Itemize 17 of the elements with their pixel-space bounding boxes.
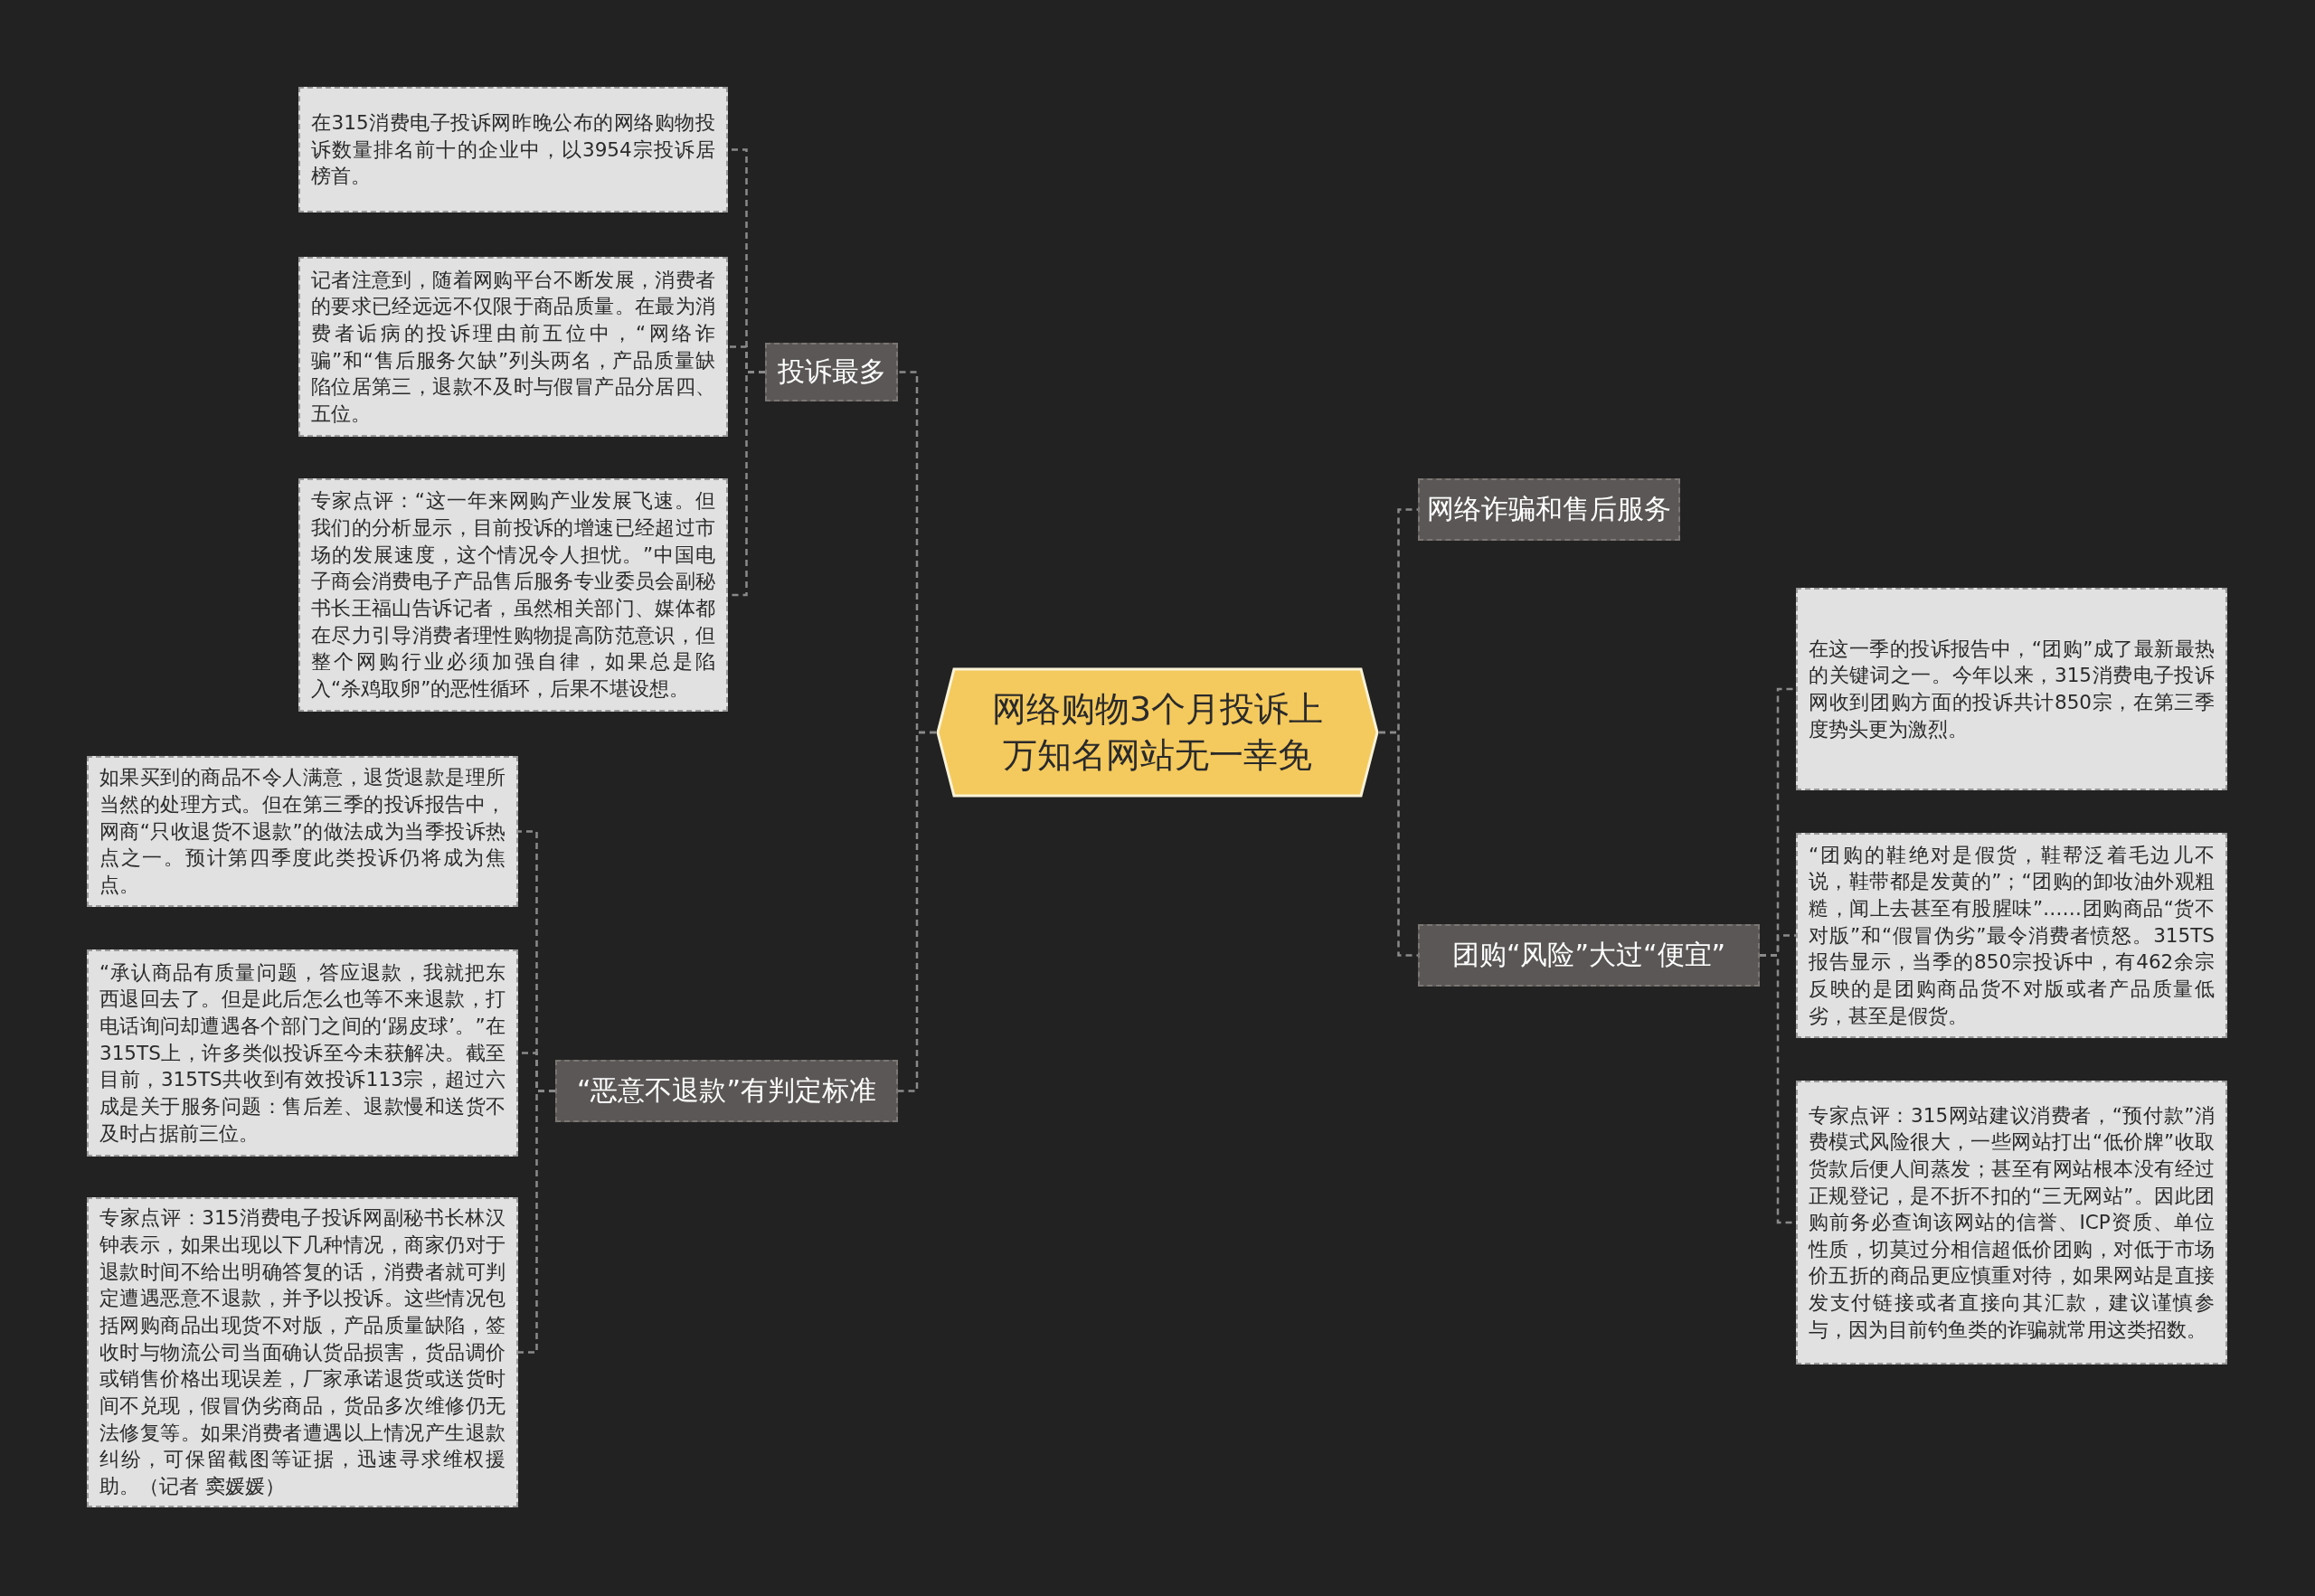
text-card: 专家点评：315网站建议消费者，“预付款”消费模式风险很大，一些网站打出“低价牌”收取货款后便人间蒸发；甚至有网站根本没有经过正规登记，是不折不扣的“三无网站”。因此团购前务必查询该网站的信誉、ICP资质、单位性质，切莫过分相信超低价团购，对低于市场价五折的商品更应慎重对待，如果网站是直接发支付链接或者直接向其汇款，建议谨慎参与，因为目前钓鱼类的诈骗就常用这类招数。 xyxy=(1796,1081,2227,1365)
topic-box: 团购“风险”大过“便宜” xyxy=(1418,924,1760,987)
text-card: 记者注意到，随着网购平台不断发展，消费者的要求已经远远不仅限于商品质量。在最为消费者诟病的投诉理由前五位中，“网络诈骗”和“售后服务欠缺”列头两名，产品质量缺陷位居第三，退款不及时与假冒产品分居四、五位。 xyxy=(298,257,728,437)
connector-line xyxy=(1379,731,1418,957)
text-card: 如果买到的商品不令人满意，退货退款是理所当然的处理方式。但在第三季的投诉报告中，网商“只收退货不退款”的做法成为当季投诉热点之一。预计第四季度此类投诉仍将成为焦点。 xyxy=(87,756,518,907)
text-card: 专家点评：315消费电子投诉网副秘书长林汉钟表示，如果出现以下几种情况，商家仍对于退款时间不给出明确答复的话，消费者就可判定遭遇恶意不退款，并予以投诉。这些情况包括网购商品出现货不对版，产品质量缺陷，签收时与物流公司当面确认货品损害，货品调价或销售价格出现误差，厂家承诺退货或送货时间不兑现，假冒伪劣商品，货品多次维修仍无法修复等。如果消费者遭遇以上情况产生退款纠纷，可保留截图等证据，迅速寻求维权援助。（记者 窦媛媛） xyxy=(87,1197,518,1507)
text-card: 专家点评：“这一年来网购产业发展飞速。但我们的分析显示，目前投诉的增速已经超过市场的发展速度，这个情况令人担忧。”中国电子商会消费电子产品售后服务专业委员会副秘书长王福山告诉记者，虽然相关部门、媒体都在尽力引导消费者理性购物提高防范意识，但整个网购行业必须加强自律，如果总是陷入“杀鸡取卵”的恶性循环，后果不堪设想。 xyxy=(298,478,728,712)
title-hexagon: 网络购物3个月投诉上万知名网站无一幸免 xyxy=(936,667,1379,798)
topic-box: “恶意不退款”有判定标准 xyxy=(555,1060,898,1122)
topic-box: 投诉最多 xyxy=(765,343,898,401)
topic-box: 网络诈骗和售后服务 xyxy=(1418,478,1680,541)
text-card: “承认商品有质量问题，答应退款，我就把东西退回去了。但是此后怎么也等不来退款，打电话询问却遭遇各个部门之间的‘踢皮球’。”在315TS上，许多类似投诉至今未获解决。截至目前，315TS共收到有效投诉113宗，超过六成是关于服务问题：售后差、退款慢和送货不及时占据前三位。 xyxy=(87,949,518,1157)
text-card: “团购的鞋绝对是假货，鞋帮泛着毛边儿不说，鞋带都是发黄的”；“团购的卸妆油外观粗糙，闻上去甚至有股腥味”……团购商品“货不对版”和“假冒伪劣”最令消费者愤怒。315TS报告显示，当季的850宗投诉中，有462余宗反映的是团购商品货不对版或者产品质量低劣，甚至是假货。 xyxy=(1796,833,2227,1038)
text-card: 在这一季的投诉报告中，“团购”成了最新最热的关键词之一。今年以来，315消费电子投诉网收到团购方面的投诉共计850宗，在第三季度势头更为激烈。 xyxy=(1796,588,2227,790)
connector-line xyxy=(518,1090,555,1354)
connector-line xyxy=(898,731,936,1092)
text-card: 在315消费电子投诉网昨晚公布的网络购物投诉数量排名前十的企业中，以3954宗投诉居榜首。 xyxy=(298,87,728,212)
